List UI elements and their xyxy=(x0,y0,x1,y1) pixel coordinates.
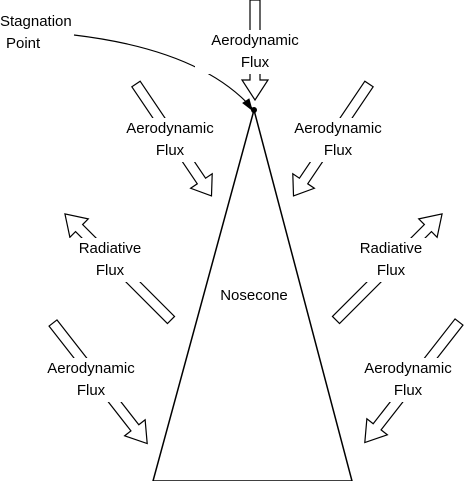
nosecone-label: Nosecone xyxy=(204,285,304,307)
stagnation-leader-arrowhead xyxy=(242,98,253,112)
nosecone-label-text: Nosecone xyxy=(220,287,288,304)
stagnation-label-line1: Stagnation xyxy=(0,13,72,30)
flux-label-lower-right: Aerodynamic Flux xyxy=(349,358,467,402)
flux-label-top-line2: Flux xyxy=(240,54,270,71)
stagnation-point-dot xyxy=(251,107,257,113)
flux-label-right-radiative: Radiative Flux xyxy=(348,238,434,282)
flux-label-top-line1: Aerodynamic xyxy=(211,32,299,49)
flux-label-upper-left-line2: Flux xyxy=(155,142,185,159)
stagnation-point-label: Stagnation Point xyxy=(0,11,72,55)
flux-label-upper-right: Aerodynamic Flux xyxy=(278,118,398,162)
stagnation-label-line2: Point xyxy=(6,35,41,52)
flux-label-left-radiative-line2: Flux xyxy=(95,262,125,279)
flux-label-lower-right-line2: Flux xyxy=(393,382,423,399)
flux-label-right-radiative-line2: Flux xyxy=(376,262,406,279)
flux-label-left-radiative: Radiative Flux xyxy=(67,238,153,282)
flux-label-lower-right-line1: Aerodynamic xyxy=(364,360,452,377)
nosecone-shape xyxy=(152,107,353,481)
flux-label-lower-left-line1: Aerodynamic xyxy=(47,360,135,377)
flux-label-upper-left-line1: Aerodynamic xyxy=(126,120,214,137)
stagnation-leader-curve xyxy=(73,34,253,109)
flux-label-lower-left: Aerodynamic Flux xyxy=(31,358,151,402)
flux-label-upper-right-line1: Aerodynamic xyxy=(294,120,382,137)
flux-label-upper-right-line2: Flux xyxy=(323,142,353,159)
flux-label-left-radiative-line1: Radiative xyxy=(78,240,142,257)
flux-label-right-radiative-line1: Radiative xyxy=(359,240,423,257)
flux-label-top: Aerodynamic Flux xyxy=(195,30,315,74)
flux-label-upper-left: Aerodynamic Flux xyxy=(110,118,230,162)
flux-label-lower-left-line2: Flux xyxy=(76,382,106,399)
